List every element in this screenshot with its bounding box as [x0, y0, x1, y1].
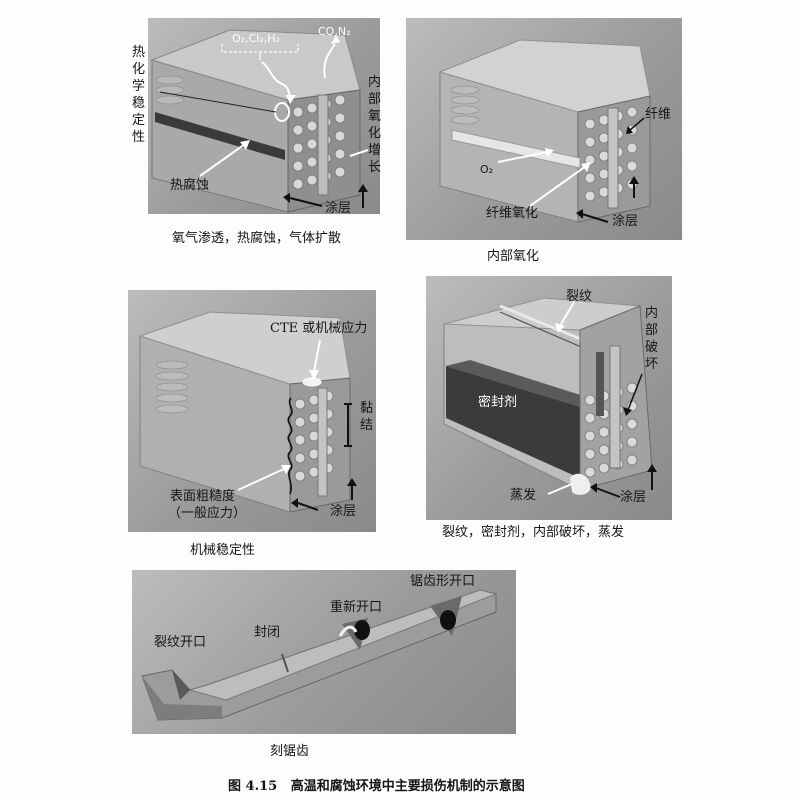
oxygen-label: O₂ — [480, 163, 494, 176]
caption-internal-oxidation: 内部氧化 — [487, 249, 540, 264]
sealant-label: 密封剂 — [478, 395, 518, 410]
gas-out-label: CO,N₂ — [318, 25, 351, 38]
fiber-label: 纤维 — [645, 107, 672, 122]
figure-number: 图 4.15 — [228, 779, 278, 794]
hot-corrosion-label: 热腐蚀 — [170, 178, 210, 193]
bonding-label: 黏结 — [359, 401, 373, 433]
stress-label: （一般应力） — [168, 506, 247, 521]
gas-in-label: O₂,Cl₂,H₂ — [232, 32, 280, 45]
caption-notch: 刻锯齿 — [270, 744, 310, 759]
internal-oxidation-growth-label: 内部氧化增长 — [367, 75, 381, 175]
caption-cracking: 裂纹，密封剂，内部破坏，蒸发 — [442, 525, 625, 540]
evaporation-label: 蒸发 — [510, 488, 537, 503]
coating-label-2: 涂层 — [612, 214, 639, 229]
coating-label-4: 涂层 — [620, 490, 647, 505]
caption-mechanical: 机械稳定性 — [190, 543, 256, 558]
crack-label: 裂纹 — [566, 289, 593, 304]
reopening-label: 重新开口 — [330, 600, 383, 615]
figure-caption: 图 4.15 高温和腐蚀环境中主要损伤机制的示意图 — [228, 775, 525, 794]
figure-title: 高温和腐蚀环境中主要损伤机制的示意图 — [290, 779, 525, 794]
internal-damage-label: 内部破坏 — [644, 306, 658, 372]
closing-label: 封闭 — [254, 625, 281, 640]
coating-label-3: 涂层 — [330, 504, 357, 519]
fiber-oxidation-label: 纤维氧化 — [486, 206, 539, 221]
caption-thermochemical: 氧气渗透，热腐蚀，气体扩散 — [172, 231, 342, 246]
coating-label-1: 涂层 — [325, 201, 352, 216]
crack-opening-label: 裂纹开口 — [154, 635, 207, 650]
sawtooth-opening-label: 锯齿形开口 — [410, 574, 476, 589]
roughness-label: 表面粗糙度 — [170, 489, 236, 504]
thermochemical-stability-label: 热化学稳定性 — [131, 45, 145, 145]
cte-label: CTE 或机械应力 — [270, 321, 368, 336]
